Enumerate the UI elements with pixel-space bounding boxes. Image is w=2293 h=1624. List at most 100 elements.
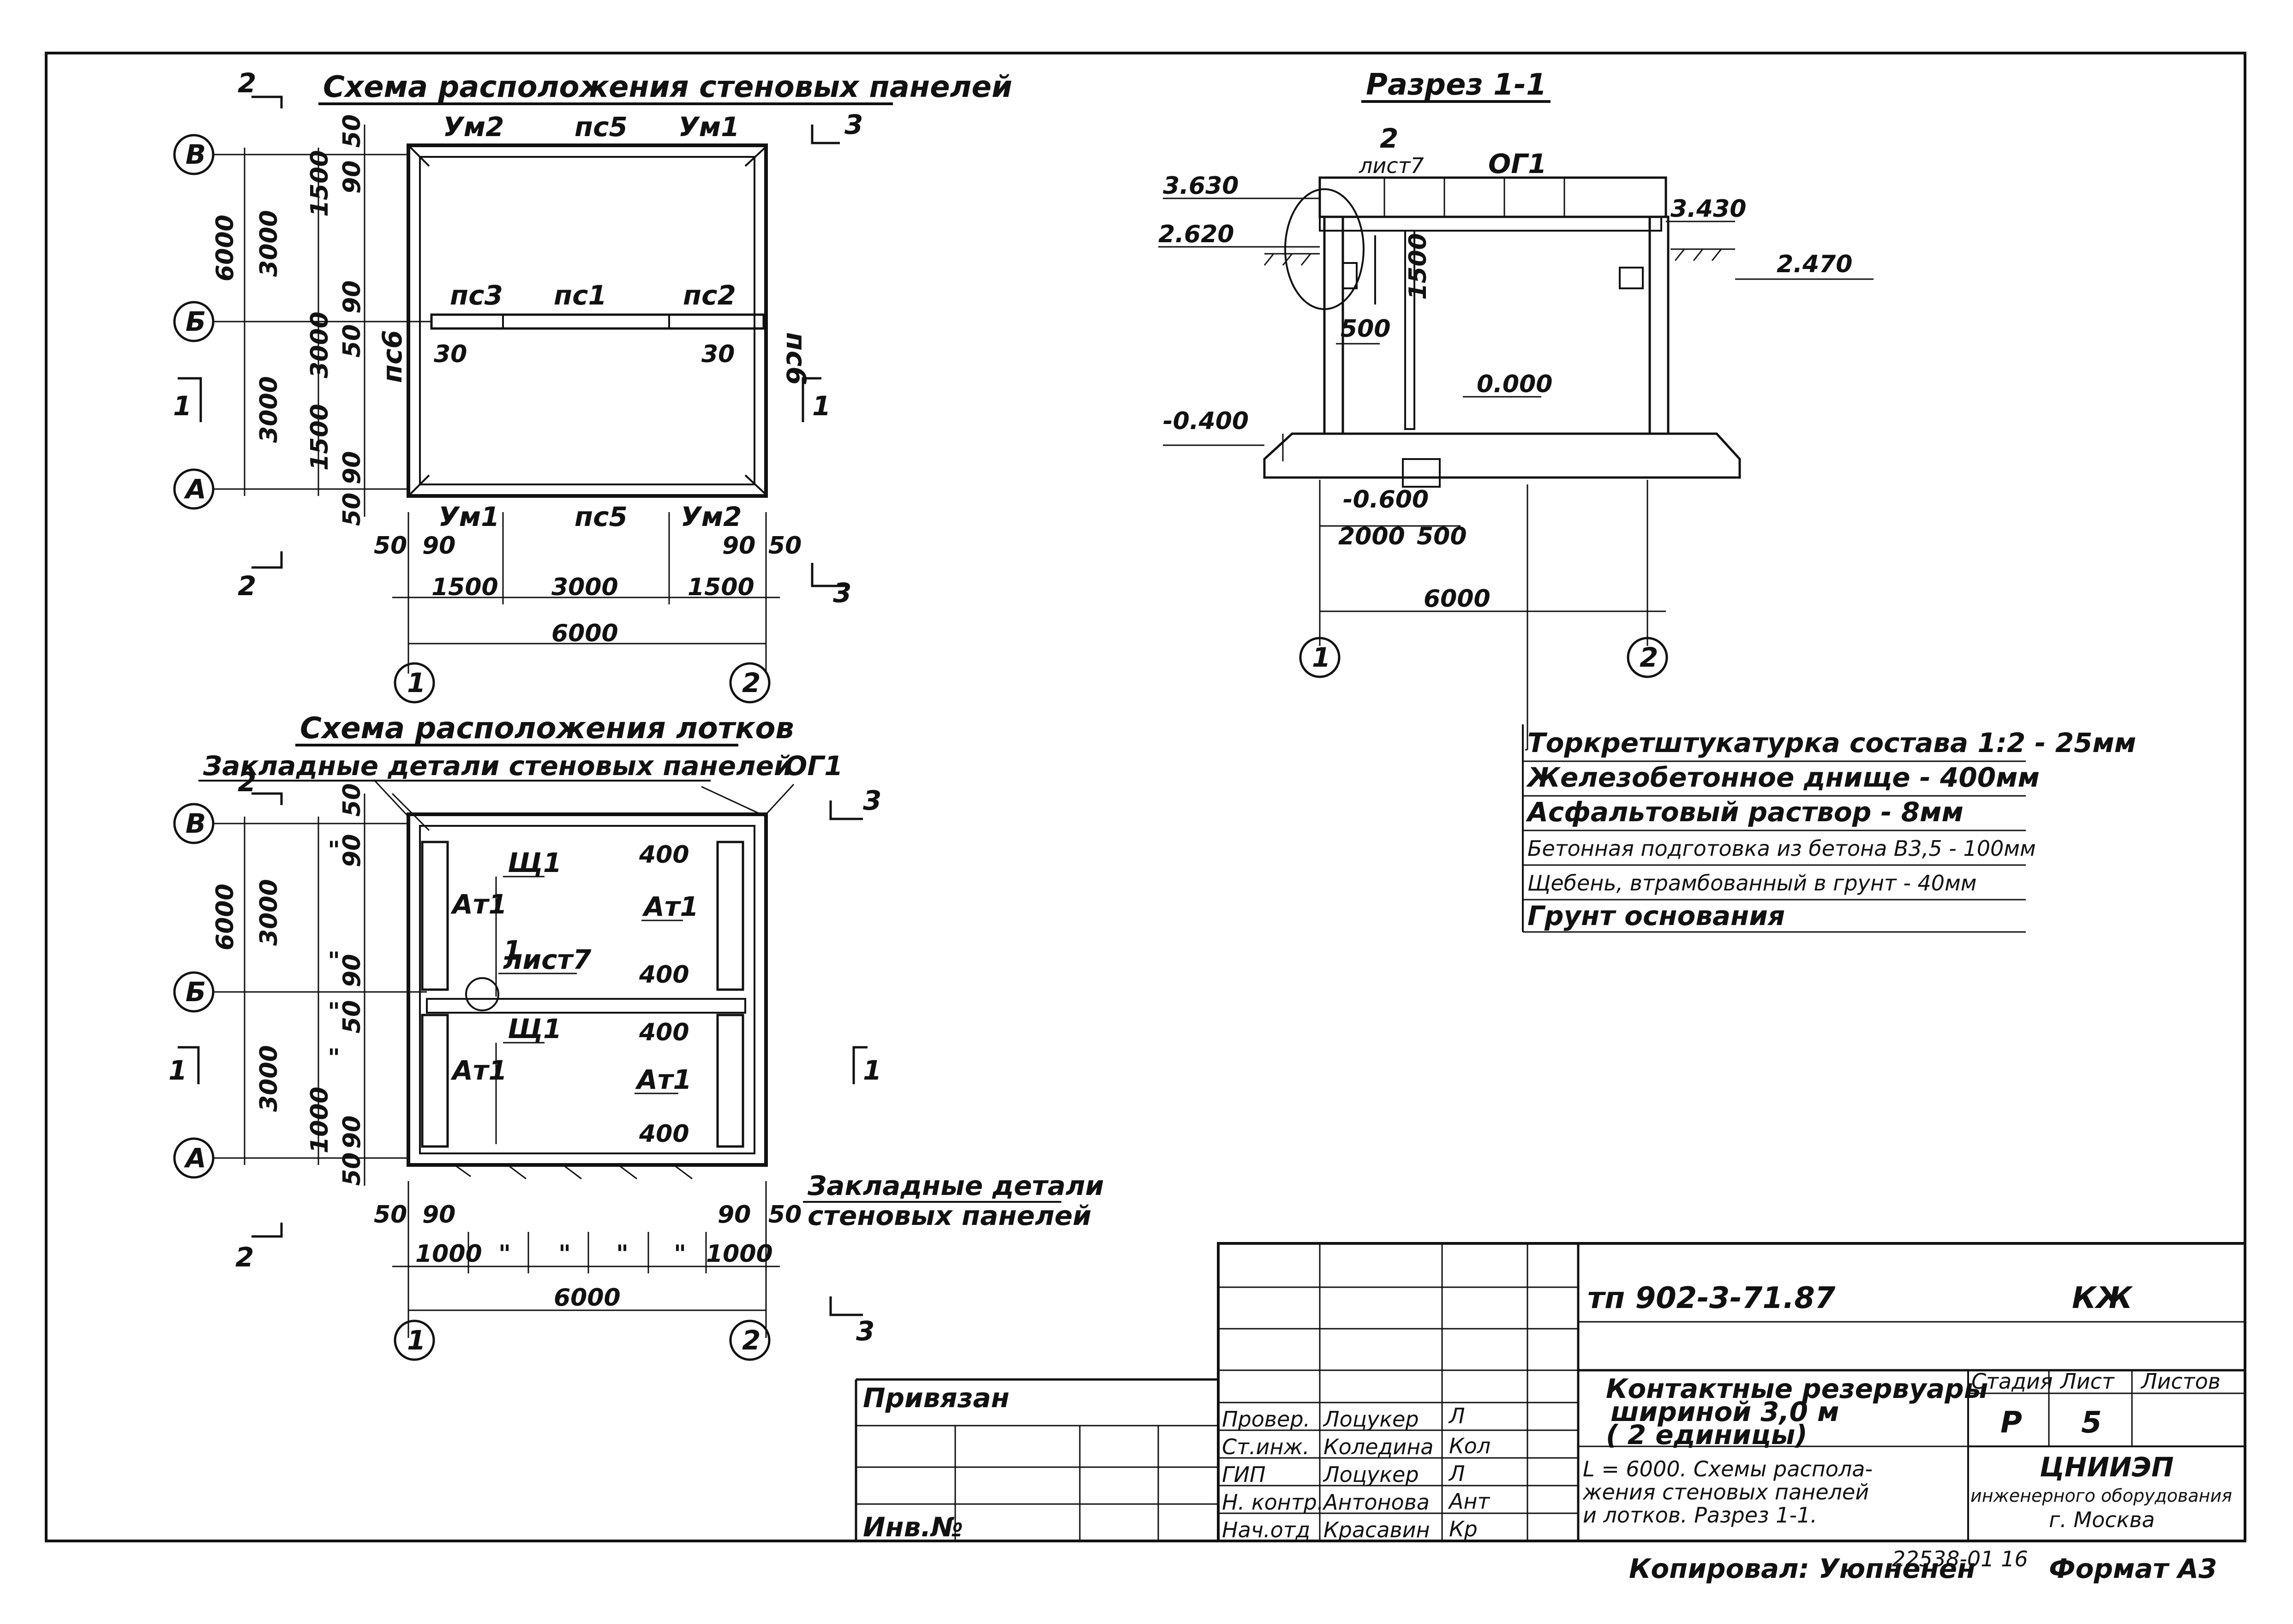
dim-label: " bbox=[328, 947, 340, 975]
signature: Кол bbox=[1449, 1433, 1491, 1458]
node-ref-number: 1 bbox=[503, 935, 521, 966]
section-mark: 3 bbox=[811, 563, 851, 609]
shield-label: Щ1 bbox=[508, 847, 562, 878]
dim-label: 3000 bbox=[255, 879, 283, 946]
dim-label: 50 bbox=[768, 1201, 802, 1229]
axis-row-marker: В bbox=[173, 134, 408, 175]
panel-label: пс6 bbox=[780, 332, 812, 385]
dim-label: 1500 bbox=[306, 150, 334, 217]
embedded-parts-label: стеновых панелей bbox=[808, 1200, 1091, 1231]
stage-value: Р bbox=[2000, 1406, 2022, 1440]
dim-label: 30 bbox=[701, 340, 735, 368]
dim-label: 1500 bbox=[306, 404, 334, 471]
svg-text:2: 2 bbox=[742, 1325, 760, 1356]
svg-text:2: 2 bbox=[742, 667, 760, 699]
dim-label: 50 bbox=[374, 1201, 407, 1229]
signature: Л bbox=[1448, 1403, 1465, 1428]
dim-label: " bbox=[674, 1240, 686, 1268]
svg-text:1: 1 bbox=[173, 390, 192, 422]
dim-label: " bbox=[328, 1044, 340, 1072]
axis-col-marker: 1 bbox=[394, 662, 435, 704]
axis-row-marker: Б bbox=[173, 301, 431, 342]
svg-text:В: В bbox=[186, 139, 206, 170]
level-mark: 2.620 bbox=[1158, 221, 1234, 248]
svg-text:2: 2 bbox=[238, 67, 256, 99]
dim-label: 400 bbox=[639, 1120, 689, 1148]
wall-plan-title: Схема расположения стеновых панелей bbox=[323, 70, 1012, 104]
dim-label: 50 bbox=[338, 324, 366, 358]
drawing-name: Контактные резервуары bbox=[1606, 1373, 1988, 1404]
organization: г. Москва bbox=[2049, 1507, 2155, 1532]
dim-label: " bbox=[498, 1240, 511, 1268]
dim-label: 400 bbox=[639, 961, 689, 989]
panel-label: пс5 bbox=[575, 111, 628, 143]
svg-text:1: 1 bbox=[812, 390, 831, 422]
embedded-parts-label: Закладные детали bbox=[807, 1170, 1104, 1201]
level-mark: -0.600 bbox=[1343, 486, 1429, 513]
panel-label: пс6 bbox=[377, 330, 408, 383]
svg-text:3: 3 bbox=[863, 785, 881, 816]
level-mark: 3.430 bbox=[1670, 195, 1746, 223]
dim-label: 3000 bbox=[306, 311, 334, 378]
reservoir-outline bbox=[407, 812, 768, 1167]
dim-label: 30 bbox=[434, 340, 467, 368]
svg-text:2: 2 bbox=[238, 766, 256, 798]
dim-label: 90 bbox=[338, 1116, 366, 1149]
dim-label: 1500 bbox=[1404, 233, 1432, 300]
signature: Л bbox=[1448, 1461, 1465, 1486]
sheets-header: Листов bbox=[2140, 1369, 2221, 1394]
dim-label: 90 bbox=[338, 954, 366, 987]
og-label: ОГ1 bbox=[1488, 148, 1547, 179]
trays-plan: Схема расположения лотков Закладные дета… bbox=[168, 711, 1104, 1361]
dim-label: 500 bbox=[1417, 523, 1467, 550]
tray-label: Ат1 bbox=[450, 1055, 507, 1086]
section-mark: 1 bbox=[802, 377, 831, 422]
panel-label: пс3 bbox=[450, 280, 503, 311]
dim-label: 6000 bbox=[554, 1284, 621, 1312]
level-mark: 2.470 bbox=[1777, 251, 1852, 278]
svg-text:2: 2 bbox=[238, 570, 256, 602]
dim-label: 6000 bbox=[1424, 585, 1491, 613]
dim-label: 90 bbox=[338, 451, 366, 484]
section-mark: 2 bbox=[238, 551, 283, 602]
level-mark: 3.630 bbox=[1163, 172, 1239, 200]
axis-row-marker: А bbox=[173, 1137, 408, 1179]
bottom-slab bbox=[1263, 432, 1741, 479]
roof-slab bbox=[1318, 176, 1667, 218]
floor-layers-table: Торкретштукатурка состава 1:2 - 25мм Жел… bbox=[1522, 724, 2136, 933]
node-reference-circle bbox=[1284, 188, 1365, 310]
dim-label: 90 bbox=[338, 161, 366, 194]
dim-label: 90 bbox=[422, 1201, 455, 1229]
role-label: Провер. bbox=[1222, 1407, 1310, 1432]
dim-label: 6000 bbox=[211, 884, 239, 950]
section-mark: 1 bbox=[852, 1046, 881, 1086]
dim-label: 50 bbox=[338, 493, 366, 526]
middle-partition bbox=[1404, 230, 1415, 430]
panel-label: Ум2 bbox=[681, 501, 742, 532]
sheet-frame bbox=[45, 52, 2246, 1542]
section-mark: 2 bbox=[238, 766, 283, 805]
axis-col-marker: 2 bbox=[729, 1320, 771, 1361]
dim-label: 400 bbox=[639, 1019, 689, 1046]
svg-text:А: А bbox=[184, 1142, 206, 1174]
panel-label: Ум1 bbox=[678, 111, 739, 143]
section-mark: 3 bbox=[811, 109, 863, 144]
person-name: Антонова bbox=[1322, 1490, 1430, 1515]
bound-label: Привязан bbox=[863, 1382, 1010, 1414]
node-sheet: лист7 bbox=[1359, 153, 1424, 178]
svg-text:Б: Б bbox=[186, 976, 206, 1008]
organization: инженерного оборудования bbox=[1970, 1486, 2232, 1506]
dim-label: 50 bbox=[338, 1152, 366, 1186]
dim-label: 3000 bbox=[255, 210, 283, 277]
section-mark: 3 bbox=[829, 785, 881, 820]
svg-text:1: 1 bbox=[407, 667, 425, 699]
node-number: 2 bbox=[1380, 123, 1398, 154]
tray-left-top bbox=[421, 841, 449, 991]
signature: Ант bbox=[1448, 1489, 1491, 1514]
dim-label: 1500 bbox=[688, 573, 754, 601]
section-mark: 3 bbox=[829, 1296, 874, 1347]
dim-label: " bbox=[328, 998, 340, 1026]
dim-label: 90 bbox=[338, 834, 366, 867]
svg-text:1: 1 bbox=[863, 1055, 881, 1086]
dim-label: 6000 bbox=[211, 215, 239, 281]
